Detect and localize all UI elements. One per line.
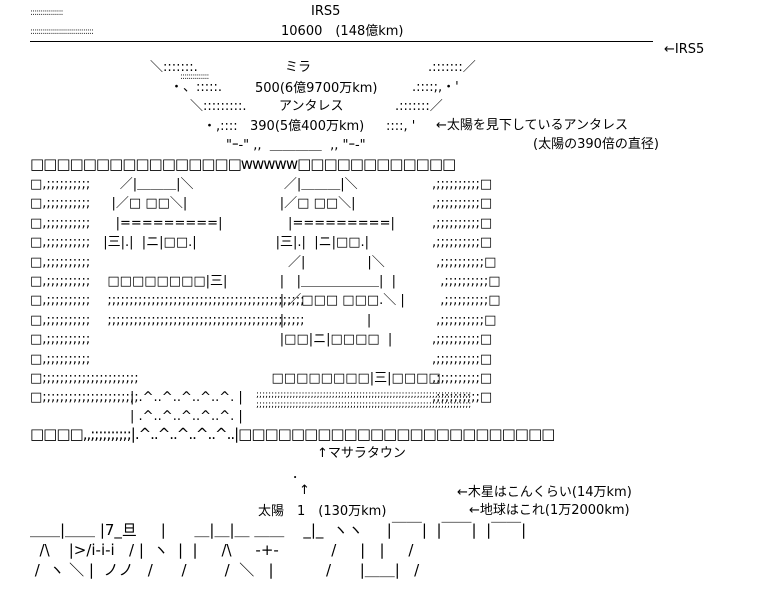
right-wall: ,;;;;;;;;;;□ ,;;;;;;;;;;□ ,;;;;;;;;;;□ ,…	[432, 177, 501, 406]
antares-annotation: ←太陽を見下しているアンタレス	[436, 118, 628, 133]
left-wall: □,;;;;;;;;;; □,;;;;;;;;;; □,;;;;;;;;;; □…	[30, 177, 139, 406]
ground-hatch: ;;;;;;;;;;;;;;;;;;;;;;;;;;;;;;;;;;;;;;;;…	[256, 390, 472, 410]
fan-left-1: ＼:::::::.	[150, 60, 198, 75]
building-bottom-row: □□□□,,;;;;;;;;;;|.^..^..^..^..^..|□□□□□□…	[30, 425, 555, 443]
antares-size: 390(5億400万km)	[250, 119, 365, 134]
fan-left-2: ・、:::::.	[170, 80, 223, 95]
big-text-row-2: /\ |>/i-i-i / | ヽ | | /\ -+- / | | /	[30, 541, 414, 559]
dot-art-top-left-2: :::::::::::::::::::::::::::::::	[30, 27, 94, 37]
big-text-row-3: / ヽ ＼ | ノノ / / / ＼ | / |＿＿| /	[30, 561, 420, 579]
mira-size: 500(6億9700万km)	[255, 81, 378, 96]
antares-name: アンタレス	[279, 99, 344, 114]
sun-dot: ．	[292, 467, 306, 482]
fan-right-1: .:::::::／	[428, 60, 476, 75]
fan-right-4: ::::, '	[386, 119, 416, 134]
irs5-name: IRS5	[311, 4, 341, 19]
irs5-pointer: ←IRS5	[664, 42, 705, 57]
gate: | .^..^..^..^..^. | | .^..^..^..^..^. |	[130, 390, 243, 425]
irs5-surface-line	[30, 41, 653, 42]
left-house: ／|＿＿＿|＼ |／□ □□＼| |=========| |三|.| |ニ|□□…	[103, 177, 305, 328]
fan-left-3: ＼:::::::::.	[190, 99, 247, 114]
irs5-distance: 10600 (148億km)	[281, 24, 404, 39]
sun-label: 太陽 1 (130万km)	[258, 504, 387, 519]
earth-label: ←地球はこれ(1万2000km)	[469, 503, 630, 518]
fan-left-4: ・,::::	[203, 119, 238, 134]
masara-label: ↑マサラタウン	[317, 446, 406, 461]
horizon-arc: "ｰ-" ,, ＿＿＿＿ ,, "ｰ-"	[226, 138, 366, 153]
antares-annotation-2: (太陽の390倍の直径)	[533, 137, 659, 152]
mira-name: ミラ	[285, 60, 312, 75]
fan-left-dots-1: ::::::::::::::	[180, 72, 209, 82]
big-text-row-1: ＿＿|＿＿ |7_旦 | ＿|＿|＿ ＿＿ _|_ ヽヽ |￣￣| |￣￣| |…	[30, 521, 527, 539]
jupiter-label: ←木星はこんくらい(14万km)	[457, 485, 632, 500]
dot-art-top-left-1: ::::::::::::::::	[30, 8, 64, 18]
fan-right-3: .:::::::／	[395, 99, 443, 114]
building-top-row: □□□□□□□□□□□□□□□□wwwww□□□□□□□□□□□□	[30, 155, 456, 173]
fan-right-2: .::::;,・'	[412, 80, 459, 95]
right-house: ／|＿＿＿|＼ |／□ □□＼| |=========| |三|.| |ニ|□□…	[271, 177, 441, 387]
sun-arrow: ↑	[299, 483, 310, 498]
